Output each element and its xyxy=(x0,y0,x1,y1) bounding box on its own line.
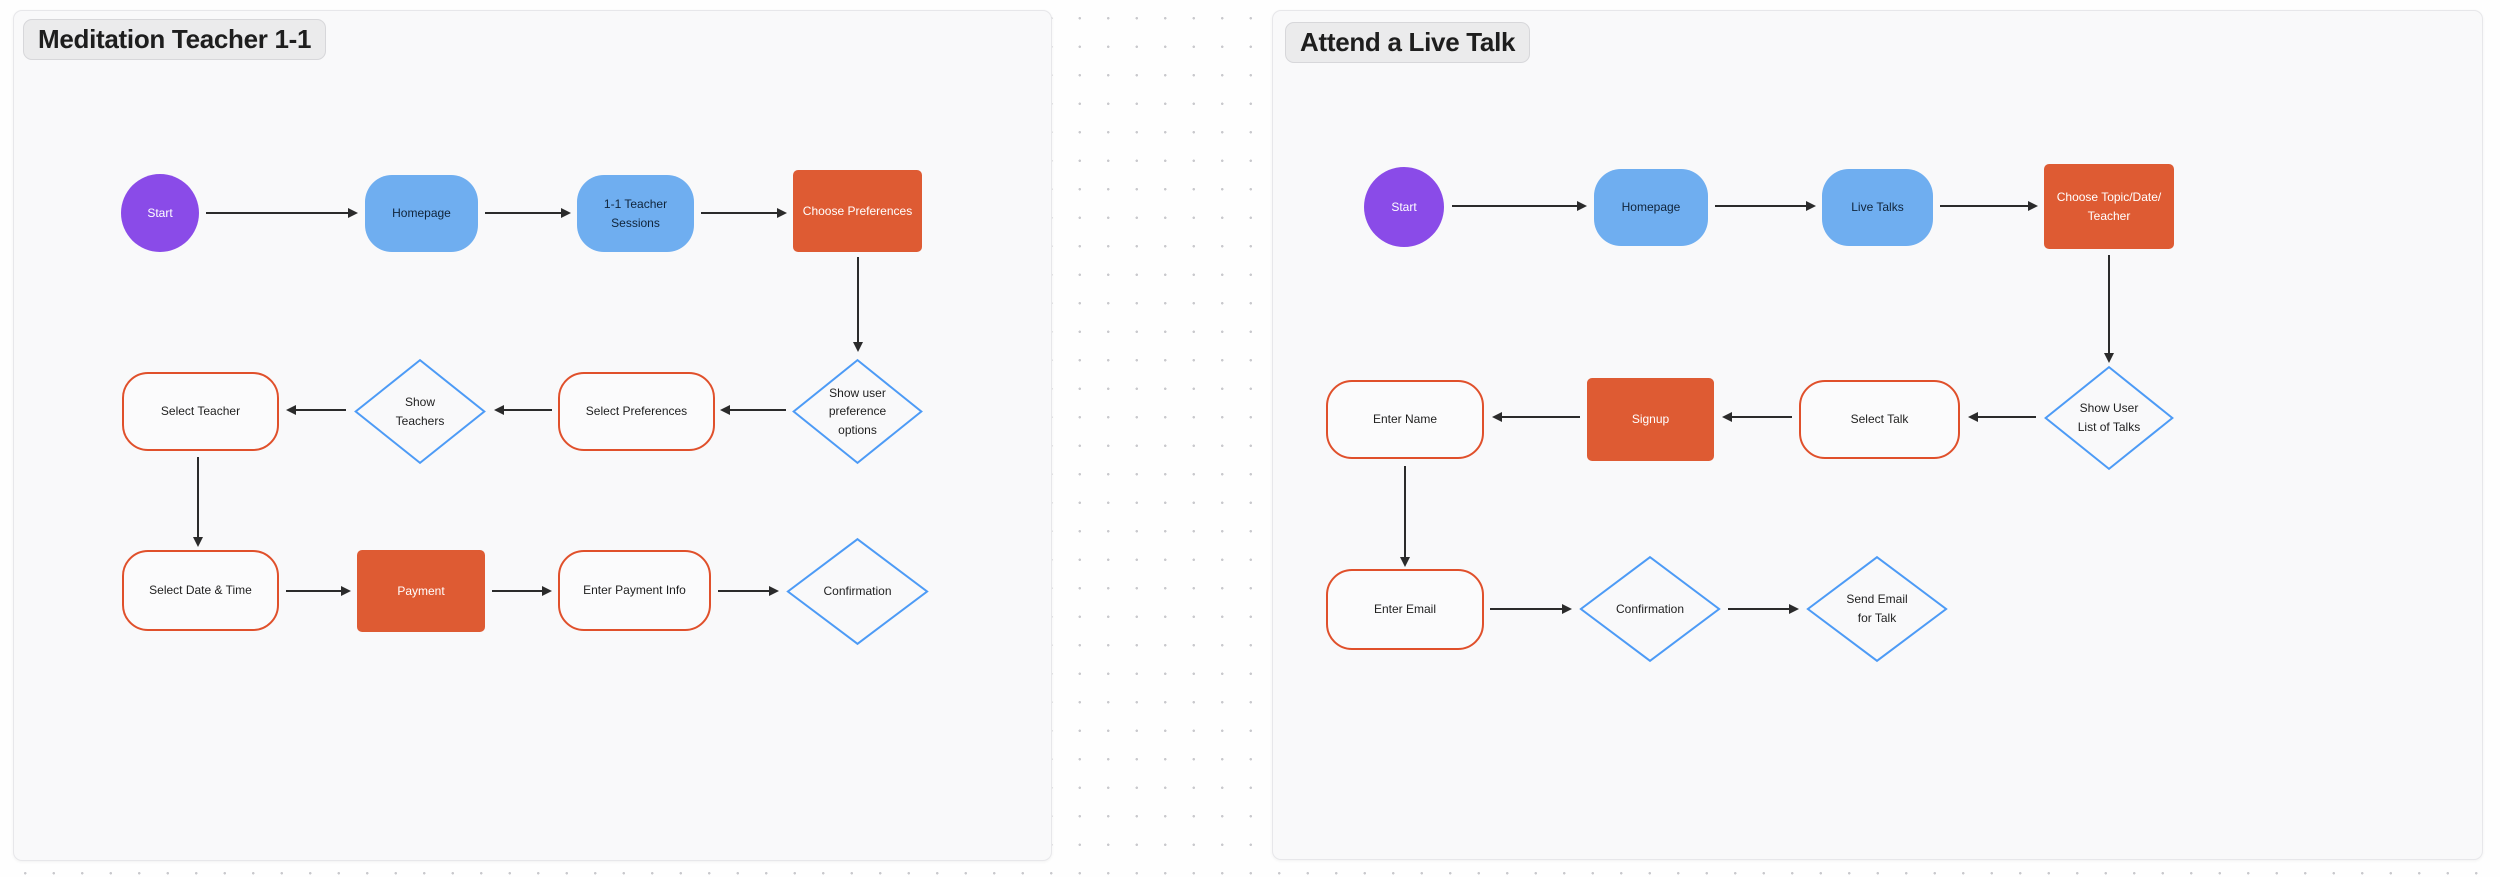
node-select-teacher[interactable]: Select Teacher xyxy=(122,372,279,451)
node-signup[interactable]: Signup xyxy=(1587,378,1714,461)
node-select-date-time[interactable]: Select Date & Time xyxy=(122,550,279,631)
connector-confirmation-send-email[interactable] xyxy=(1728,608,1789,610)
connector-homepage-live-talks[interactable] xyxy=(1715,205,1806,207)
node-label: Homepage xyxy=(1621,200,1681,215)
node-label: Start xyxy=(147,205,173,220)
connector-choose-preferences-options[interactable] xyxy=(857,257,859,342)
node-homepage-2[interactable]: Homepage xyxy=(1594,169,1708,246)
node-payment[interactable]: Payment xyxy=(357,550,485,632)
connector-signup-enter-name[interactable] xyxy=(1502,416,1580,418)
node-label: Show Teachers xyxy=(395,394,445,428)
connector-sessions-choose-preferences[interactable] xyxy=(701,212,777,214)
connector-payment-enter-payment-info[interactable] xyxy=(492,590,542,592)
node-confirmation[interactable]: Confirmation xyxy=(785,537,930,646)
node-homepage[interactable]: Homepage xyxy=(365,175,478,252)
diamond-shape xyxy=(2043,365,2175,471)
node-label: Select Date & Time xyxy=(149,583,252,598)
node-label: Send Email for Talk xyxy=(1846,592,1908,625)
node-label: Confirmation xyxy=(1615,601,1685,616)
connector-choose-topic-show-list[interactable] xyxy=(2108,255,2110,353)
node-start[interactable]: Start xyxy=(121,174,199,252)
node-label: Signup xyxy=(1631,412,1670,427)
diamond-shape xyxy=(785,537,930,646)
node-label: Choose Preferences xyxy=(802,203,913,218)
connector-date-time-payment[interactable] xyxy=(286,590,341,592)
node-show-user-list-of-talks[interactable]: Show User List of Talks xyxy=(2043,365,2175,471)
node-label: Start xyxy=(1391,199,1417,214)
node-choose-topic-date-teacher[interactable]: Choose Topic/Date/ Teacher xyxy=(2044,164,2174,249)
node-label: Show user preference options xyxy=(828,385,887,437)
connector-enter-payment-info-confirmation[interactable] xyxy=(718,590,769,592)
node-enter-name[interactable]: Enter Name xyxy=(1326,380,1484,459)
node-enter-payment-info[interactable]: Enter Payment Info xyxy=(558,550,711,631)
connector-select-preferences-show-teachers[interactable] xyxy=(504,409,552,411)
node-label: Select Preferences xyxy=(585,404,688,419)
connector-start-homepage[interactable] xyxy=(206,212,348,214)
node-label: Homepage xyxy=(392,206,451,221)
node-label: 1-1 Teacher Sessions xyxy=(603,196,668,230)
section-title-attend-live-talk[interactable]: Attend a Live Talk xyxy=(1285,22,1531,63)
node-enter-email[interactable]: Enter Email xyxy=(1326,569,1484,650)
node-label: Show User List of Talks xyxy=(2077,401,2141,434)
node-label: Payment xyxy=(397,583,445,598)
connector-show-list-select-talk[interactable] xyxy=(1978,416,2036,418)
section-title-text: Attend a Live Talk xyxy=(1300,27,1516,57)
section-title-text: Meditation Teacher 1-1 xyxy=(38,24,312,54)
connector-select-teacher-date-time[interactable] xyxy=(197,457,199,537)
node-label: Enter Payment Info xyxy=(583,583,686,598)
connector-options-select-preferences[interactable] xyxy=(730,409,786,411)
node-label: Select Teacher xyxy=(160,404,241,419)
node-send-email-for-talk[interactable]: Send Email for Talk xyxy=(1805,555,1949,663)
node-choose-preferences[interactable]: Choose Preferences xyxy=(793,170,922,252)
node-select-talk[interactable]: Select Talk xyxy=(1799,380,1960,459)
node-label: Enter Email xyxy=(1373,602,1437,617)
node-label: Live Talks xyxy=(1851,200,1904,215)
node-live-talks[interactable]: Live Talks xyxy=(1822,169,1933,246)
connector-live-talks-choose-topic[interactable] xyxy=(1940,205,2028,207)
connector-start-homepage-2[interactable] xyxy=(1452,205,1577,207)
diamond-shape xyxy=(1805,555,1949,663)
node-label: Confirmation xyxy=(823,584,892,599)
node-label: Select Talk xyxy=(1850,412,1909,427)
diamond-shape xyxy=(1578,555,1722,663)
diamond-shape xyxy=(353,358,487,465)
node-confirmation-2[interactable]: Confirmation xyxy=(1578,555,1722,663)
connector-enter-email-confirmation[interactable] xyxy=(1490,608,1562,610)
connector-show-teachers-select-teacher[interactable] xyxy=(296,409,346,411)
connector-enter-name-enter-email[interactable] xyxy=(1404,466,1406,557)
node-show-teachers[interactable]: Show Teachers xyxy=(353,358,487,465)
node-start-2[interactable]: Start xyxy=(1364,167,1444,247)
node-show-user-preference-options[interactable]: Show user preference options xyxy=(791,358,924,465)
section-title-meditation-teacher[interactable]: Meditation Teacher 1-1 xyxy=(23,19,327,60)
connector-select-talk-signup[interactable] xyxy=(1732,416,1792,418)
connector-homepage-sessions[interactable] xyxy=(485,212,561,214)
node-label: Enter Name xyxy=(1372,412,1438,427)
node-label: Choose Topic/Date/ Teacher xyxy=(2056,189,2162,223)
node-1-1-teacher-sessions[interactable]: 1-1 Teacher Sessions xyxy=(577,175,694,252)
diamond-shape xyxy=(791,358,924,465)
node-select-preferences[interactable]: Select Preferences xyxy=(558,372,715,451)
